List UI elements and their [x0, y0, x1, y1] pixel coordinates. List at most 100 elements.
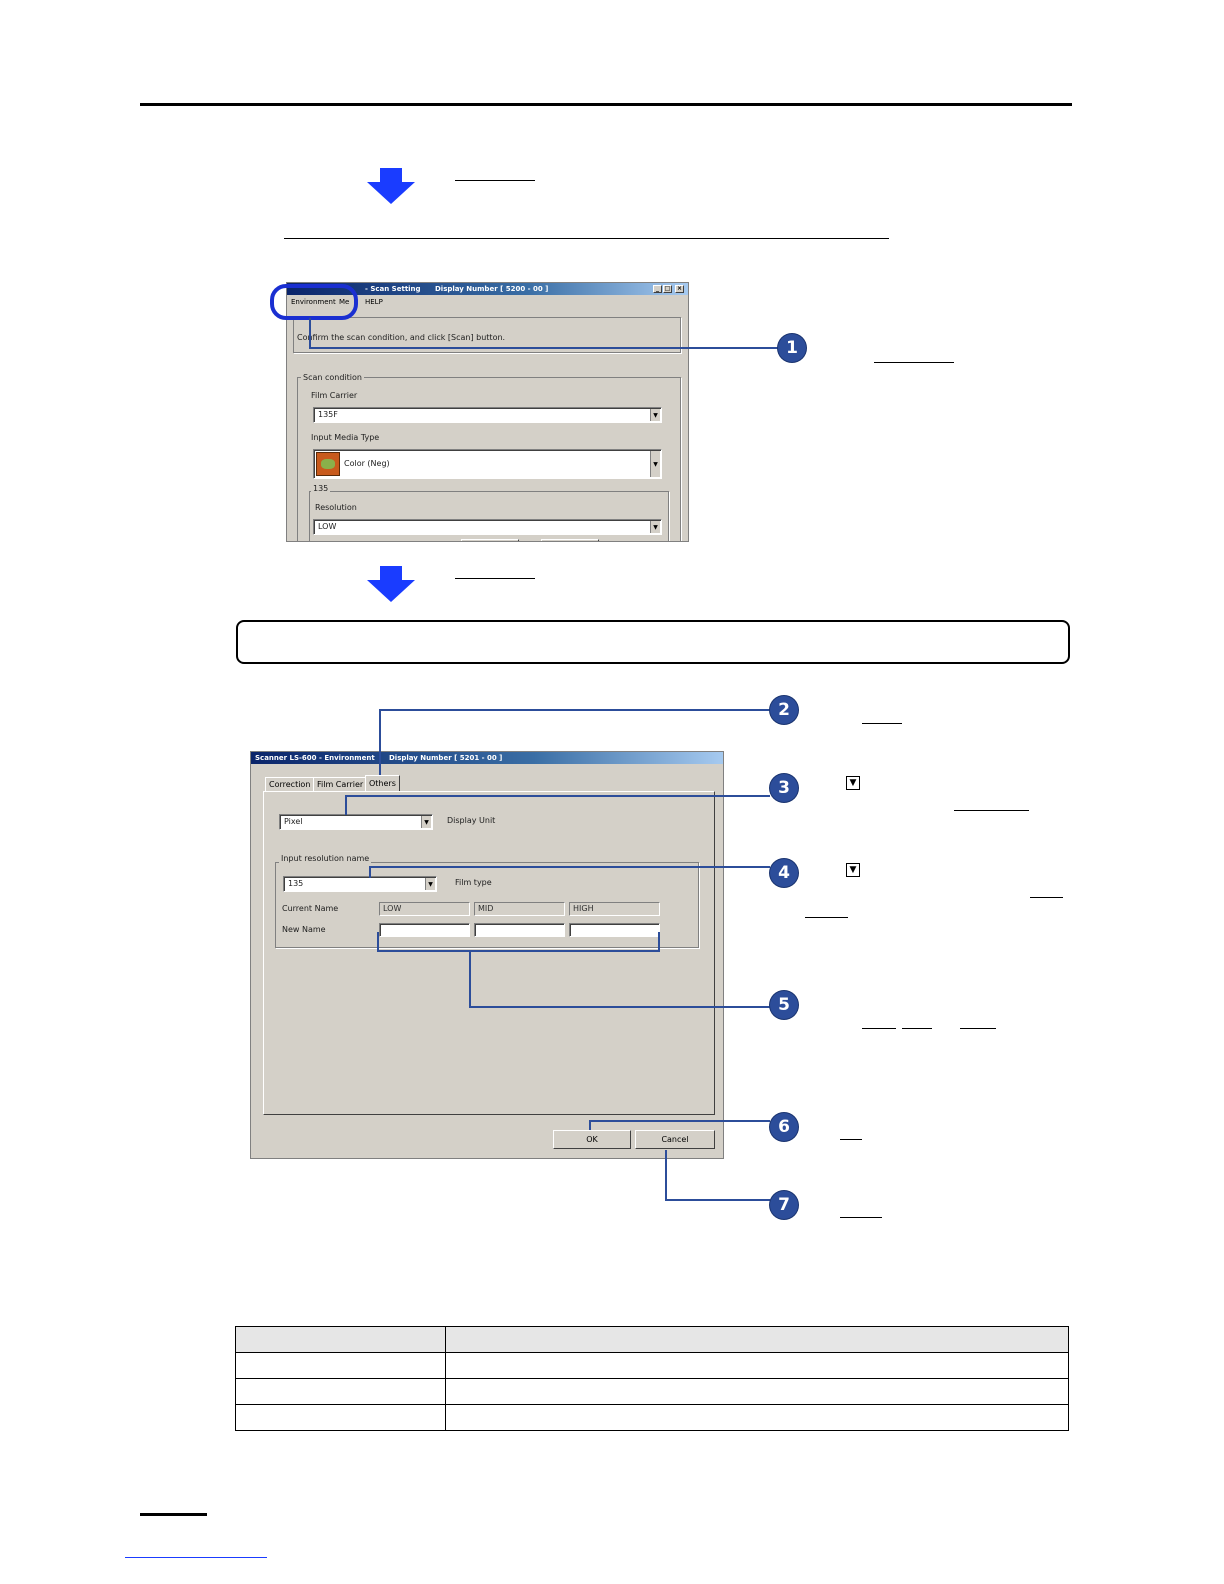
film-type-label: Film type [455, 878, 492, 887]
down-arrow-icon [367, 168, 415, 204]
table-header-row [235, 1326, 1069, 1353]
leader-line [369, 866, 770, 868]
resolution-label: Resolution [315, 503, 357, 512]
maximize-button[interactable]: □ [663, 285, 672, 293]
minimize-button[interactable]: _ [653, 285, 662, 293]
scan-setting-window: - Scan Setting Display Number [ 5200 - 0… [286, 282, 689, 542]
subgroup-135 [309, 491, 669, 541]
environment-window: Scanner LS-600 - Environment Display Num… [250, 751, 724, 1159]
callout-7: 7 [770, 1191, 798, 1219]
underline-blank [840, 1217, 882, 1218]
leader-line [379, 709, 381, 775]
table-row [235, 1404, 1069, 1431]
leader-line [379, 709, 771, 711]
chevron-down-icon[interactable]: ▼ [650, 409, 660, 421]
new-name-low-field[interactable] [379, 923, 470, 937]
underline-blank [805, 917, 848, 918]
close-button[interactable]: × [675, 285, 684, 293]
leader-line [369, 866, 371, 878]
table-header-cell [445, 1326, 1069, 1353]
underline-blank [455, 578, 535, 579]
leader-line [589, 1120, 770, 1122]
new-name-label: New Name [282, 925, 326, 934]
display-number: Display Number [ 5201 - 00 ] [389, 754, 503, 762]
window-titlebar: - Scan Setting Display Number [ 5200 - 0… [287, 283, 688, 295]
resolution-select[interactable]: LOW ▼ [313, 519, 662, 535]
film-type-select[interactable]: 135 ▼ [283, 876, 437, 892]
down-arrow-icon [367, 566, 415, 602]
scan-condition-group [297, 377, 681, 541]
tab-correction[interactable]: Correction [265, 777, 315, 791]
display-unit-label: Display Unit [447, 816, 496, 825]
window-titlebar: Scanner LS-600 - Environment Display Num… [251, 752, 723, 764]
leader-line [589, 1120, 591, 1130]
section-underline [284, 238, 889, 239]
underline-blank [455, 180, 535, 181]
reference-table [235, 1326, 1069, 1431]
new-name-mid-field[interactable] [474, 923, 565, 937]
new-name-high-field[interactable] [569, 923, 660, 937]
leader-line [665, 1199, 770, 1201]
display-unit-select[interactable]: Pixel ▼ [279, 814, 433, 830]
input-media-select[interactable]: Color (Neg) ▼ [313, 449, 662, 479]
underline-blank [862, 723, 902, 724]
leader-line [469, 951, 471, 1008]
input-resolution-label: Input resolution name [279, 854, 372, 863]
leader-line [309, 347, 779, 349]
tab-others[interactable]: Others [365, 775, 400, 791]
table-cell [235, 1404, 446, 1431]
callout-2: 2 [770, 696, 798, 724]
chevron-down-icon[interactable]: ▼ [421, 816, 431, 828]
instruction-frame [293, 317, 681, 353]
chevron-down-icon[interactable]: ▼ [650, 521, 660, 533]
table-row [235, 1378, 1069, 1405]
film-carrier-select[interactable]: 135F ▼ [313, 407, 662, 423]
chevron-down-icon[interactable]: ▼ [650, 451, 660, 477]
table-cell [445, 1404, 1069, 1431]
cancel-button[interactable]: Cancel [635, 1130, 715, 1149]
underline-blank [902, 1028, 932, 1029]
display-unit-value: Pixel [284, 817, 303, 826]
window-title: Scanner LS-600 - Environment [255, 754, 375, 762]
callout-5: 5 [770, 991, 798, 1019]
film-carrier-label: Film Carrier [311, 391, 358, 400]
table-cell [235, 1378, 446, 1405]
callout-6: 6 [770, 1113, 798, 1141]
menu-bar: Environment Me HELP [287, 295, 688, 309]
underline-blank [954, 810, 1029, 811]
menu-me[interactable]: Me [339, 298, 350, 306]
instruction-text: Confirm the scan condition, and click [S… [297, 333, 506, 342]
new-name-bracket [377, 932, 660, 952]
table-header-cell [235, 1326, 446, 1353]
hidden-button-1[interactable] [461, 539, 519, 541]
ok-button[interactable]: OK [553, 1130, 631, 1149]
leader-line [309, 318, 311, 348]
callout-4: 4 [770, 859, 798, 887]
hidden-button-2[interactable] [541, 539, 599, 541]
leader-line [345, 795, 770, 797]
page-number-rule [140, 1513, 207, 1516]
dropdown-triangle-icon: ▼ [846, 863, 860, 877]
current-name-mid: MID [474, 902, 565, 916]
dropdown-triangle-icon: ▼ [846, 776, 860, 790]
header-rule [140, 103, 1072, 106]
underline-blank [840, 1139, 862, 1140]
callout-3: 3 [770, 774, 798, 802]
menu-help[interactable]: HELP [365, 298, 383, 306]
tab-film-carrier[interactable]: Film Carrier [313, 777, 368, 791]
film-type-value: 135 [288, 879, 304, 888]
table-row [235, 1352, 1069, 1379]
underline-blank [1030, 897, 1063, 898]
footer-link-underline[interactable] [125, 1557, 267, 1558]
film-carrier-value: 135F [318, 410, 338, 419]
leader-line [469, 1006, 770, 1008]
chevron-down-icon[interactable]: ▼ [425, 878, 435, 890]
input-media-value: Color (Neg) [344, 459, 390, 468]
table-cell [445, 1378, 1069, 1405]
menu-environment[interactable]: Environment [291, 298, 336, 306]
leader-line [665, 1150, 667, 1201]
underline-blank [862, 1028, 896, 1029]
input-resolution-group [275, 862, 699, 948]
current-name-low: LOW [379, 902, 470, 916]
underline-blank [874, 362, 954, 363]
